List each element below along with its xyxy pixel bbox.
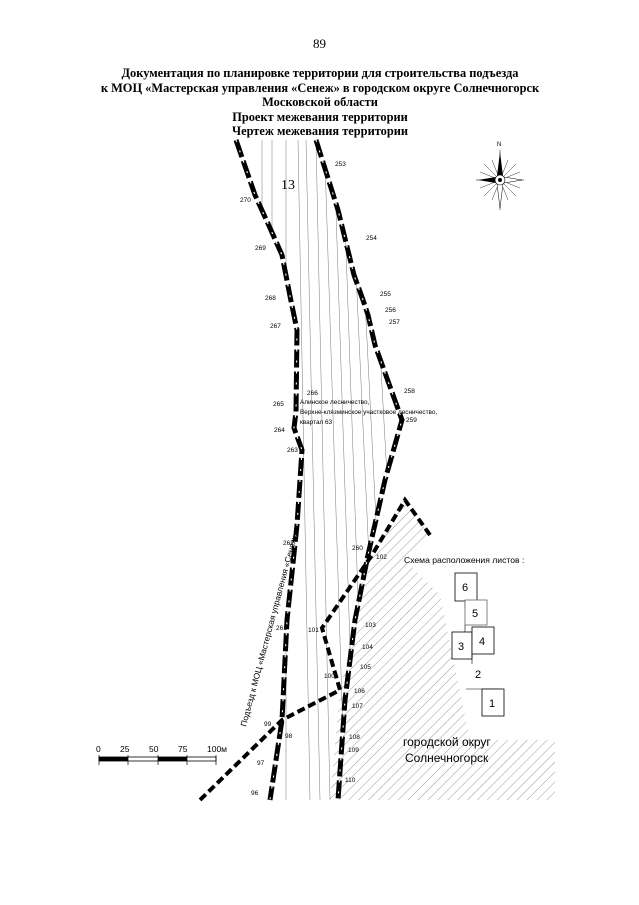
- point-label-262: 262: [283, 540, 294, 547]
- district-label-line-2: Солнечногорск: [405, 751, 489, 765]
- point-label-265: 265: [273, 401, 284, 408]
- point-label-264: 264: [274, 427, 285, 434]
- point-label-254: 254: [366, 235, 377, 242]
- point-label-99: 99: [264, 721, 272, 728]
- scale-label-75: 75: [178, 744, 188, 754]
- point-label-98: 98: [285, 733, 293, 740]
- title-line-5: Чертеж межевания территории: [231, 124, 408, 139]
- point-label-110: 110: [345, 777, 356, 784]
- point-label-256: 256: [385, 307, 396, 314]
- point-label-263: 263: [287, 447, 298, 454]
- district-label-line-1: городской округ: [403, 735, 491, 749]
- forest-label-line-3: квартал 63: [300, 419, 333, 426]
- compass-north-label: N: [497, 142, 501, 148]
- sheet-4-label: 4: [479, 636, 485, 648]
- forest-label-line-1: Алинское лесничество,: [300, 399, 369, 406]
- sheet-1: [481, 688, 505, 717]
- scale-label-25: 25: [120, 744, 130, 754]
- point-label-255: 255: [380, 291, 391, 298]
- scale-label-0: 0: [96, 744, 101, 754]
- point-label-257: 257: [389, 319, 400, 326]
- road-label: Подъезд к МОЦ «Мастерская управления «Се…: [238, 532, 299, 728]
- parcel-number: 13: [281, 178, 295, 193]
- point-label-266: 266: [307, 390, 318, 397]
- forest-label-line-2: Верхне-клязминское участковое лесничеств…: [300, 409, 437, 416]
- sheet-1-label: 1: [489, 698, 495, 710]
- point-label-100: 100: [324, 673, 335, 680]
- district-boundary-line: [198, 496, 432, 802]
- point-label-261: 261: [276, 625, 287, 632]
- point-labels-left: 270 269 268 267 266 265 264 263 262 261 …: [240, 197, 318, 797]
- point-label-102: 102: [376, 554, 387, 561]
- page-number: 89: [313, 36, 326, 51]
- scale-label-100: 100м: [207, 744, 227, 754]
- scale-bar: 0 25 50 75 100м: [96, 744, 227, 765]
- point-label-267: 267: [270, 323, 281, 330]
- title-line-2: к МОЦ «Мастерская управления «Сенеж» в г…: [100, 80, 540, 95]
- left-boundary-line: [233, 139, 305, 801]
- point-label-108: 108: [349, 734, 360, 741]
- sheet-scheme: Схема расположения листов : 6 5 3 4 2 1: [404, 555, 524, 717]
- forest-label: Алинское лесничество, Верхне-клязминское…: [300, 399, 437, 426]
- scale-label-50: 50: [149, 744, 159, 754]
- point-label-259: 259: [406, 417, 417, 424]
- point-label-105: 105: [360, 664, 371, 671]
- sheet-5-label: 5: [472, 608, 478, 620]
- sheet-2-label: 2: [475, 669, 481, 681]
- point-label-109: 109: [348, 747, 359, 754]
- district-label: городской округ Солнечногорск: [403, 735, 491, 765]
- document-title: Документация по планировке территории дл…: [40, 66, 600, 139]
- point-labels-inner: 101 100: [308, 627, 335, 680]
- point-label-269: 269: [255, 245, 266, 252]
- sheet-3-label: 3: [458, 641, 464, 653]
- point-label-101: 101: [308, 627, 319, 634]
- title-line-3: Московской области: [262, 95, 378, 110]
- title-line-1: Документация по планировке территории дл…: [121, 66, 519, 80]
- compass-rose-icon: [476, 150, 524, 210]
- point-label-270: 270: [240, 197, 251, 204]
- point-label-268: 268: [265, 295, 276, 302]
- point-label-104: 104: [362, 644, 373, 651]
- sheet-5: [464, 599, 488, 626]
- point-label-258: 258: [404, 388, 415, 395]
- point-label-96: 96: [251, 790, 259, 797]
- sheet-scheme-title: Схема расположения листов :: [404, 555, 524, 565]
- point-label-106: 106: [354, 688, 365, 695]
- point-label-107: 107: [352, 703, 363, 710]
- point-label-260: 260: [352, 545, 363, 552]
- point-label-103: 103: [365, 622, 376, 629]
- point-labels-right: 253 254 255 256 257 258 259 260 102 103 …: [335, 161, 417, 784]
- sheet-6-label: 6: [462, 582, 468, 594]
- point-label-253: 253: [335, 161, 346, 168]
- district-hatched-area: [330, 500, 555, 800]
- point-label-97: 97: [257, 760, 265, 767]
- sheet-4: [471, 626, 495, 655]
- title-line-4: Проект межевания территории: [232, 109, 408, 124]
